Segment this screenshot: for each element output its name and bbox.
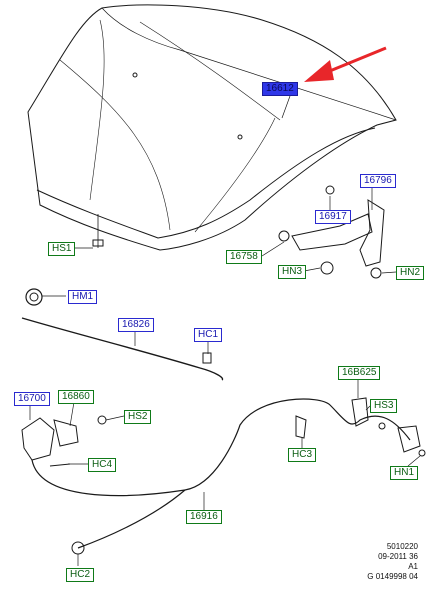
reference-line: G 0149998 04 [367,572,418,581]
part-label-hc1: HC1 [194,328,223,342]
part-label-16612: 16612 [262,82,298,96]
part-label-hs1: HS1 [48,242,76,256]
red-arrow-icon [304,46,387,82]
part-label-16916: 16916 [186,510,222,524]
part-label-hn3: HN3 [278,265,307,279]
part-label-hn1: HN1 [390,466,419,480]
part-label-hc3: HC3 [288,448,317,462]
hood-hinge [278,185,385,279]
grommet-icon [25,288,43,306]
part-label-hm1: HM1 [68,290,98,304]
part-label-16700: 16700 [14,392,50,406]
part-label-hc2: HC2 [66,568,95,582]
part-label-16b625: 16B625 [338,366,381,380]
release-cable [31,398,411,497]
part-label-hn2: HN2 [396,266,425,280]
part-label-16860: 16860 [58,390,94,404]
leader-lines [29,95,421,566]
reference-line: 5010220 [386,542,418,551]
prop-rod [21,317,224,381]
part-label-16796: 16796 [360,174,396,188]
part-label-hs2: HS2 [124,410,152,424]
reference-line: A1 [408,562,418,571]
part-label-16758: 16758 [226,250,262,264]
hood-lock [21,415,107,467]
part-label-hc4: HC4 [88,458,117,472]
hood-panel [27,4,397,251]
part-label-16917: 16917 [315,210,351,224]
part-label-hs3: HS3 [370,399,398,413]
drawing-reference: 5010220 09-2011 36 A1 G 0149998 04 [367,542,418,582]
part-label-16826: 16826 [118,318,154,332]
release-handle [351,397,426,457]
reference-line: 09-2011 36 [378,552,418,561]
